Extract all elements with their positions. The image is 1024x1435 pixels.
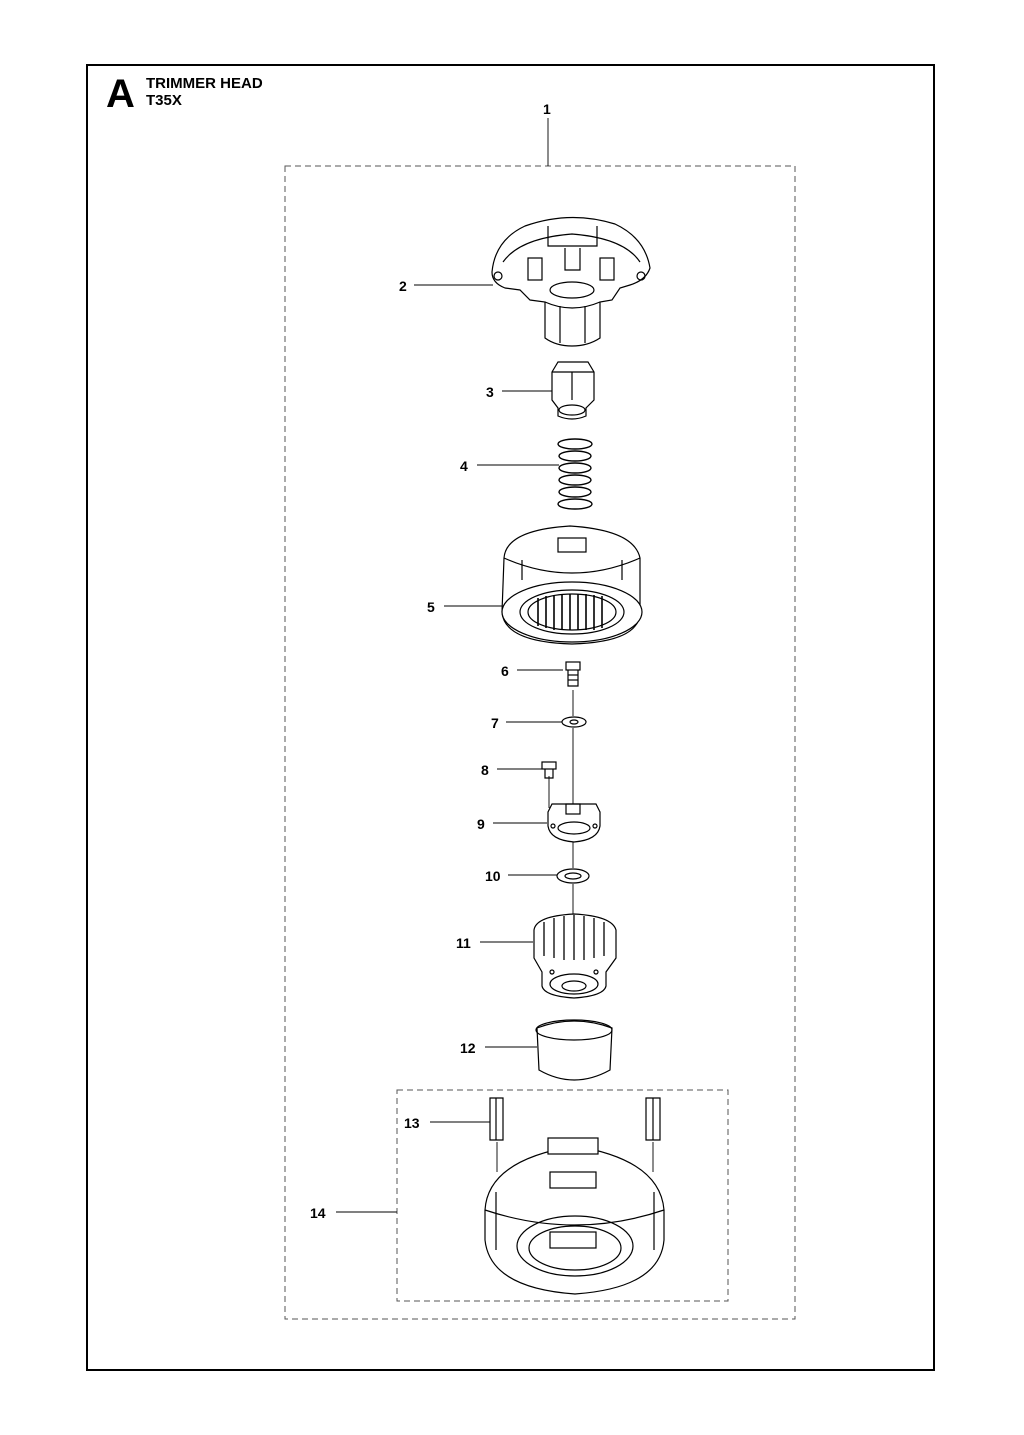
part-14-housing [484,1137,665,1295]
part-3-nut [551,361,595,420]
assembly-1-box [284,165,796,1320]
callout-6: 6 [501,663,509,679]
callout-4: 4 [460,458,468,474]
part-12-cap [535,1019,613,1081]
callout-7: 7 [491,715,499,731]
callout-11: 11 [456,935,471,951]
callout-14: 14 [310,1205,326,1221]
part-9-ring [547,803,601,843]
leader-lines [336,118,654,1213]
part-11-knob [533,913,617,999]
part-2-cover [491,216,651,347]
callout-2: 2 [399,278,407,294]
part-8-screw [541,761,557,779]
callout-1: 1 [543,101,551,117]
callout-12: 12 [460,1040,476,1056]
callout-8: 8 [481,762,489,778]
part-10-washer [556,868,590,884]
section-letter: A [106,72,135,116]
assembly-14-box [396,1089,729,1302]
part-5-spool [501,525,643,645]
section-model: T35X [146,92,182,109]
callout-13: 13 [404,1115,420,1131]
callout-10: 10 [485,868,501,884]
callout-5: 5 [427,599,435,615]
part-6-screw [565,661,581,687]
callout-3: 3 [486,384,494,400]
page-frame [86,64,935,1371]
part-13-eyelets [489,1097,661,1141]
part-7-washer [561,716,587,728]
section-title: TRIMMER HEAD [146,75,263,92]
part-4-spring [557,438,593,510]
callout-9: 9 [477,816,485,832]
